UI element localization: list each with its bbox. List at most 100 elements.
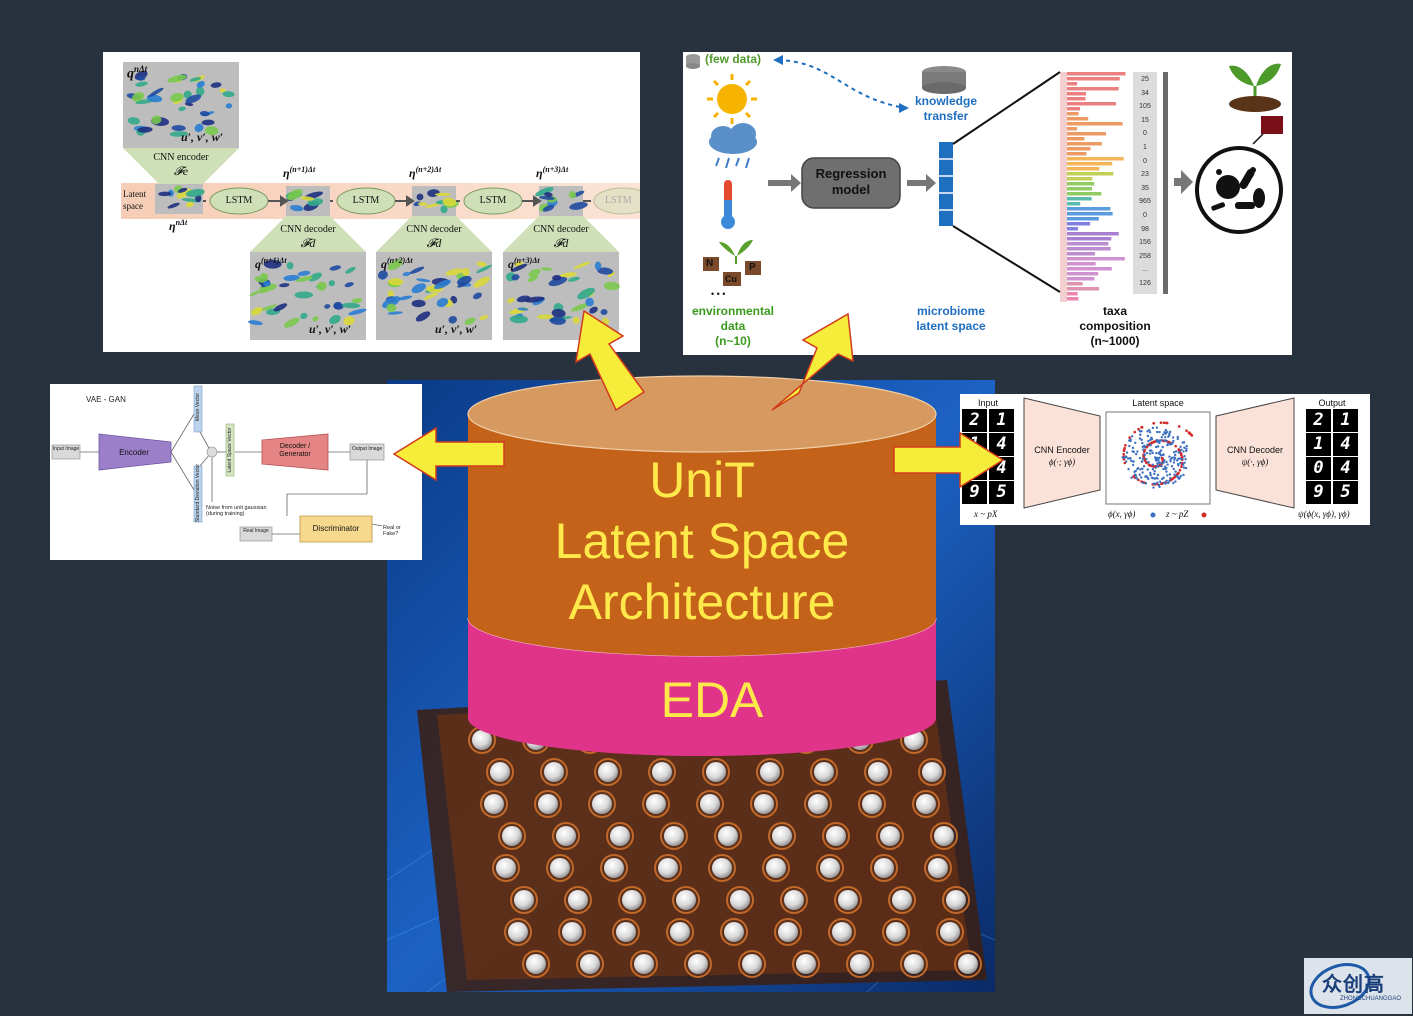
logo-swoosh-icon [1309, 963, 1371, 1009]
cnn-diagram [1023, 397, 1295, 518]
lstm-diagram [121, 62, 640, 340]
taxa-count: 126 [1139, 279, 1151, 287]
decoder-symbol-2: 𝓕d [426, 236, 442, 250]
taxa-bars [1067, 72, 1126, 301]
eta-2-label: η(n+2)Δt [409, 165, 442, 180]
eta-3-label: η(n+3)Δt [536, 165, 569, 180]
real-image-box [239, 526, 273, 542]
discriminator-shape [299, 515, 373, 543]
flow-arrows [768, 170, 1193, 194]
encoder-label: CNN encoder [153, 152, 209, 163]
watermark-logo: 众创高 ZHONGCHUANGGAO [1304, 958, 1412, 1014]
env-dots: • • • [711, 289, 726, 299]
digit-tile: 1 [1333, 409, 1358, 432]
title-line-2: Latent Space [554, 513, 850, 569]
output-label: Output [1318, 398, 1346, 408]
few-data-label: (few data) [705, 52, 762, 66]
counts-column [1133, 72, 1157, 294]
lstm-label-1: LSTM [225, 195, 253, 206]
q-3-label: q(n+3)Δt [508, 256, 540, 271]
x-px-label: x ~ pX [974, 509, 998, 519]
decoder-symbol-1: 𝓕d [300, 236, 316, 250]
digit-tile: 4 [989, 457, 1014, 480]
latent-vector [939, 142, 953, 226]
watermark-cn: 众创高 [1322, 974, 1385, 996]
taxa-count: 98 [1141, 225, 1149, 233]
noise-label: Noise from unit gaussian(during training… [206, 505, 267, 517]
uvw-top: u′, v′, w′ [181, 130, 224, 144]
taxa-count: 156 [1139, 239, 1151, 247]
taxa-count: 23 [1141, 171, 1149, 179]
database-small-icon [686, 54, 700, 69]
eta-1-label: η(n+1)Δt [283, 165, 316, 180]
taxa-count: 0 [1143, 130, 1147, 138]
input-image-box [51, 444, 81, 460]
knowledge-arrow [777, 59, 906, 109]
decoder-label-3: CNN decoder [533, 224, 589, 235]
uvw-2: u′, v′, w′ [435, 322, 478, 336]
digit-tile: 4 [962, 457, 987, 480]
mean-vector-label: Mean Vector [195, 392, 201, 422]
sprout-icon [1229, 63, 1283, 145]
lstm-cells [209, 187, 640, 215]
z-pz-label: z ~ pZ [1166, 509, 1189, 519]
mean-vector [193, 385, 203, 433]
sampling-node [206, 446, 218, 458]
uvw-1: u′, v′, w′ [309, 322, 352, 336]
digit-tile: 4 [1333, 457, 1358, 480]
latent-scatter [1121, 421, 1194, 489]
output-image-box [349, 443, 385, 461]
lstm-label-2: LSTM [352, 195, 380, 206]
std-vector [193, 465, 203, 523]
q-1-label: q(n+1)Δt [255, 256, 287, 271]
latent-vector-label: Latent Space Vector [227, 427, 233, 473]
taxa-count: 0 [1143, 157, 1147, 165]
vae-gan-diagram [51, 385, 385, 543]
digit-tile: 9 [962, 481, 987, 504]
digit-tile: 9 [1306, 481, 1331, 504]
cnn-decoder-shape [1215, 397, 1295, 509]
taxa-count: 258 [1139, 252, 1151, 260]
microbiome-diagram [686, 54, 1283, 302]
title-line-1: UniT [649, 452, 755, 508]
eta-0-label: ηnΔt [169, 218, 188, 233]
decoder-shape [261, 433, 329, 471]
decoder-trapezoids [250, 216, 619, 252]
encoder-shape [98, 433, 172, 471]
lstm-label-3: LSTM [479, 195, 507, 206]
vae-connectors [80, 413, 383, 535]
taxa-count: 34 [1141, 89, 1149, 97]
thermometer-icon [721, 180, 735, 229]
eda-label: EDA [660, 672, 764, 728]
discriminator-label: Discriminator [312, 524, 360, 533]
decoder-label-2: CNN decoder [406, 224, 462, 235]
taxa-count: 965 [1139, 198, 1151, 206]
npk-p: P [749, 262, 756, 273]
regression-box [801, 157, 901, 209]
taxa-count: 1 [1143, 143, 1147, 151]
encoder-label: Encoder [119, 448, 149, 457]
digit-tile: 1 [962, 433, 987, 456]
expansion-lines [952, 71, 1061, 293]
digit-tile: 2 [962, 409, 987, 432]
npk-n: N [706, 258, 714, 269]
latent-space-label: Latent space [1132, 398, 1184, 408]
input-label: Input [977, 398, 999, 408]
unit-title: UniT Latent Space Architecture [468, 450, 936, 633]
vae-gan-panel: VAE - GAN Input Image Encoder Mean Vecto… [50, 384, 422, 560]
digit-tile: 0 [1306, 457, 1331, 480]
database-icon [922, 66, 966, 94]
output-image-label: Output Image [351, 446, 383, 452]
digit-tile: 1 [1306, 433, 1331, 456]
watermark-en: ZHONGCHUANGGAO [1340, 996, 1402, 1002]
taxa-count: 105 [1139, 103, 1151, 111]
encoder-symbol: 𝓕e [173, 164, 189, 178]
psi-label: ψ(ϕ(x, γϕ), γϕ) [1298, 509, 1350, 519]
digit-tile: 5 [1333, 481, 1358, 504]
digit-tile: 5 [989, 481, 1014, 504]
